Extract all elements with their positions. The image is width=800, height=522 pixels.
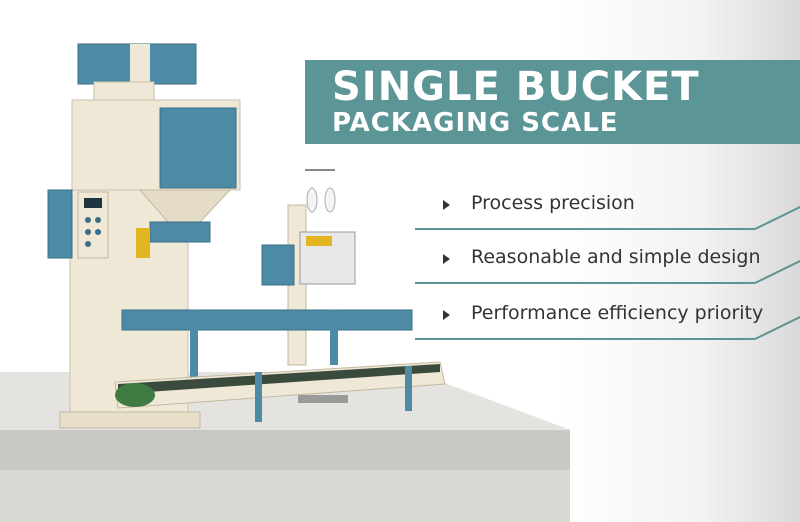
clamp-cylinder xyxy=(136,228,150,258)
page-subtitle: PACKAGING SCALE xyxy=(332,108,619,138)
feature-label: Reasonable and simple design xyxy=(471,246,761,268)
rail-leg xyxy=(330,310,338,365)
display-icon xyxy=(84,198,102,208)
feature-label: Process precision xyxy=(471,192,635,214)
triangle-bullet-icon xyxy=(443,310,450,320)
button-icon xyxy=(85,241,91,247)
conveyor-leg xyxy=(405,366,412,411)
rail-leg xyxy=(190,310,198,380)
marble-floor-edge xyxy=(0,430,570,470)
triangle-bullet-icon xyxy=(443,254,450,264)
button-icon xyxy=(95,217,101,223)
conveyor-leg xyxy=(255,372,262,422)
thread-spool xyxy=(306,187,318,213)
sewing-yellow-part xyxy=(306,236,332,246)
top-hopper-cream xyxy=(130,44,150,84)
sewing-control-box xyxy=(261,244,295,286)
feature-item: Process precision xyxy=(415,192,800,230)
triangle-bullet-icon xyxy=(443,200,450,210)
conveyor-roller xyxy=(115,383,155,407)
guide-rail xyxy=(121,309,413,331)
feature-item: Performance efficiency priority xyxy=(415,302,800,340)
feature-item: Reasonable and simple design xyxy=(415,246,800,284)
weighing-box-door xyxy=(159,107,237,189)
conveyor-stand-base xyxy=(298,395,348,403)
hopper-neck xyxy=(93,81,155,103)
side-panel xyxy=(47,189,73,259)
machine-base xyxy=(59,411,201,429)
page-title: SINGLE BUCKET xyxy=(332,64,700,110)
feature-label: Performance efficiency priority xyxy=(471,302,764,324)
conveyor-surface xyxy=(118,364,440,394)
button-icon xyxy=(85,229,91,235)
title-banner xyxy=(305,60,800,144)
button-icon xyxy=(95,229,101,235)
button-icon xyxy=(85,217,91,223)
divider-line xyxy=(415,338,755,340)
thread-spool xyxy=(324,187,336,213)
bag-clamp xyxy=(149,221,211,243)
divider-line xyxy=(415,282,755,284)
divider-line xyxy=(415,228,755,230)
